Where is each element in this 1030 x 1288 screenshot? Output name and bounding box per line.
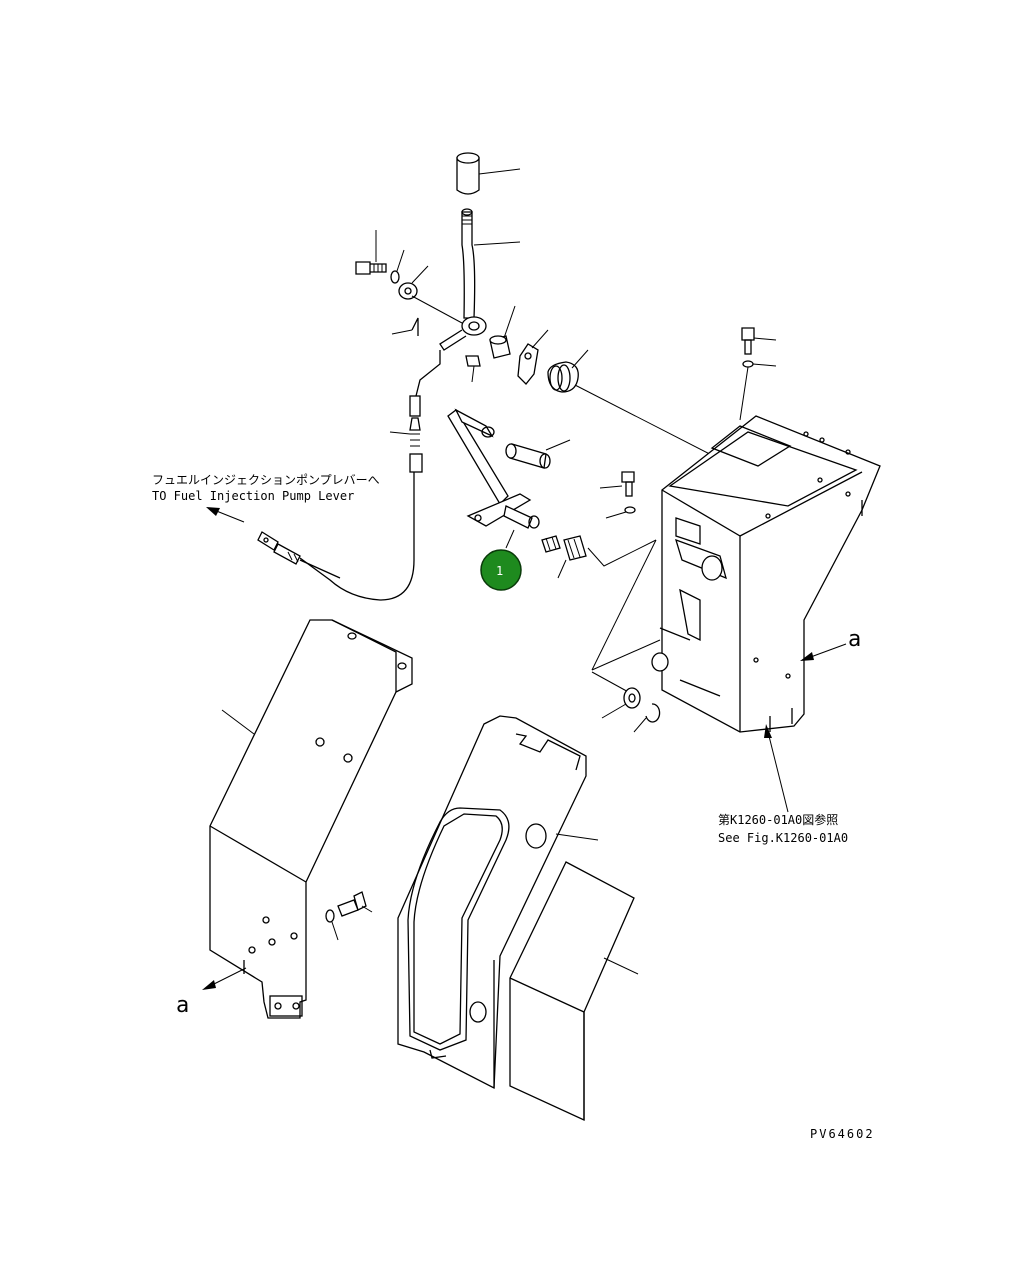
ref-arrow-right	[800, 643, 847, 661]
mid-bolt-set	[599, 471, 636, 519]
fuel-pump-arrow	[206, 507, 245, 523]
callout-1-number: 1	[496, 564, 503, 578]
left-cover	[209, 619, 413, 1019]
control-cable	[257, 350, 441, 601]
center-cover	[397, 715, 599, 1090]
lever-arm	[447, 408, 540, 549]
ref-label-a-right: a	[848, 627, 861, 652]
see-fig-label-jp: 第K1260-01A0図参照	[718, 812, 838, 827]
lever-knob	[456, 152, 521, 195]
lever-stand	[591, 415, 881, 733]
lever-shaft	[505, 439, 571, 469]
fuel-pump-label-jp: フュエルインジェクションポンプレバーへ	[152, 473, 380, 487]
cotter-pin	[391, 317, 419, 336]
spring-damper	[547, 349, 736, 468]
clevis-pin	[465, 355, 481, 383]
see-fig-arrow	[764, 724, 789, 813]
drawing-code: PV64602	[810, 1127, 875, 1141]
collar	[541, 535, 561, 553]
ref-label-a-left: a	[176, 993, 189, 1018]
stand-bolt-set	[739, 327, 777, 421]
right-cover	[509, 861, 639, 1122]
stand-washer	[601, 687, 641, 719]
bushing	[489, 305, 516, 359]
stand-circlip	[633, 703, 661, 733]
control-lever	[439, 208, 521, 351]
spring-collar	[557, 535, 657, 579]
cover-bolt-set	[325, 891, 373, 941]
stopper-plate	[517, 329, 549, 385]
ref-arrow-left	[202, 967, 247, 990]
upper-bolt-set	[355, 230, 463, 324]
see-fig-label-en: See Fig.K1260-01A0	[718, 831, 848, 845]
callout-1[interactable]: 1	[480, 549, 522, 591]
fuel-pump-label-en: TO Fuel Injection Pump Lever	[152, 489, 354, 503]
